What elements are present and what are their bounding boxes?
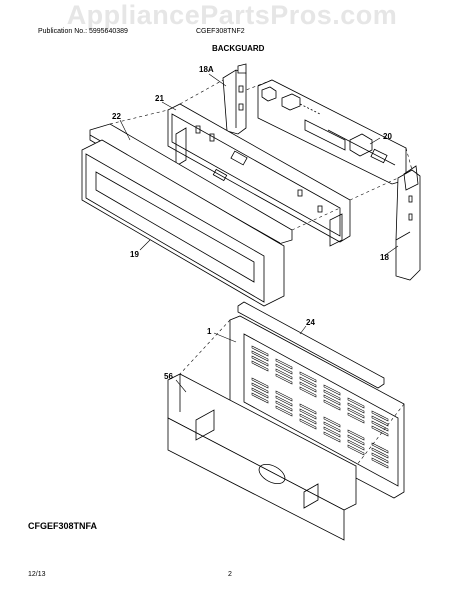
vent-slot [347,397,365,409]
vent-slot [323,389,341,401]
vent-slot [371,425,389,437]
part-24-rail [237,301,385,389]
vent-slot [299,386,317,398]
vent-slot [251,355,269,367]
vent-slot [299,418,317,430]
vent-slot-group [299,403,317,430]
vent-slot [347,434,365,446]
vent-slot [251,377,269,389]
vent-slot [275,390,293,402]
rear-panel-vents [251,345,389,469]
vent-slot [371,420,389,432]
part-18-bracket [395,165,421,281]
label-56: 56 [164,372,173,381]
vent-slot [371,447,389,459]
vent-slot-group [371,442,389,469]
vent-slot [251,345,269,357]
label-20: 20 [383,132,392,141]
vent-slot [323,416,341,428]
label-18a: 18A [199,65,214,74]
footer-date: 12/13 [28,571,46,578]
label-19: 19 [130,250,139,259]
section-title: BACKGUARD [212,44,265,53]
label-18: 18 [380,253,389,262]
vent-slot-group [275,390,293,417]
vent-slot [299,413,317,425]
vent-slot [347,444,365,456]
vent-slot [371,457,389,469]
vent-slot [347,429,365,441]
part-19-overlay [81,139,285,307]
vent-slot-group [347,397,365,424]
vent-slot-group [323,384,341,411]
label-22: 22 [112,112,121,121]
page-number: 2 [228,571,232,578]
vent-slot [275,373,293,385]
vent-slot [275,358,293,370]
part-21-frame [167,103,351,247]
vent-slot [275,400,293,412]
vent-slot [323,399,341,411]
callout-leader-lines [119,73,399,393]
vent-slot [347,439,365,451]
label-24: 24 [306,318,315,327]
vent-slot [251,350,269,362]
watermark: AppliancePartsPros.com [66,0,398,30]
vent-slot [275,368,293,380]
vent-slot [275,405,293,417]
vent-slot [323,394,341,406]
vent-slot [299,376,317,388]
vent-slot [323,426,341,438]
assembly-guide-lines [109,79,413,467]
vent-slot [275,395,293,407]
vent-slot-group [251,377,269,404]
vent-slot [323,431,341,443]
vent-slot [347,402,365,414]
vent-slot [371,415,389,427]
vent-slot [299,403,317,415]
model-number: CGEF308TNF2 [196,28,245,35]
part-18a-bracket [222,63,247,135]
vent-slot-group [323,416,341,443]
vent-slot [371,442,389,454]
vent-slot [251,387,269,399]
vent-slot [323,421,341,433]
vent-slot [251,392,269,404]
vent-slot [299,371,317,383]
vent-slot [371,410,389,422]
vent-slot [347,407,365,419]
vent-slot [251,360,269,372]
vent-slot [251,382,269,394]
vent-slot-group [371,410,389,437]
label-1: 1 [207,327,212,336]
label-21: 21 [155,94,164,103]
vent-slot [371,452,389,464]
vent-slot-group [275,358,293,385]
vent-slot [323,384,341,396]
vent-slot-group [299,371,317,398]
vent-slot-group [347,429,365,456]
vent-slot [299,381,317,393]
vent-slot [275,363,293,375]
vent-slot [347,412,365,424]
model-code: CFGEF308TNFA [28,521,98,531]
vent-slot-group [251,345,269,372]
publication-number: Publication No.: 5995640389 [38,28,128,35]
vent-slot [299,408,317,420]
